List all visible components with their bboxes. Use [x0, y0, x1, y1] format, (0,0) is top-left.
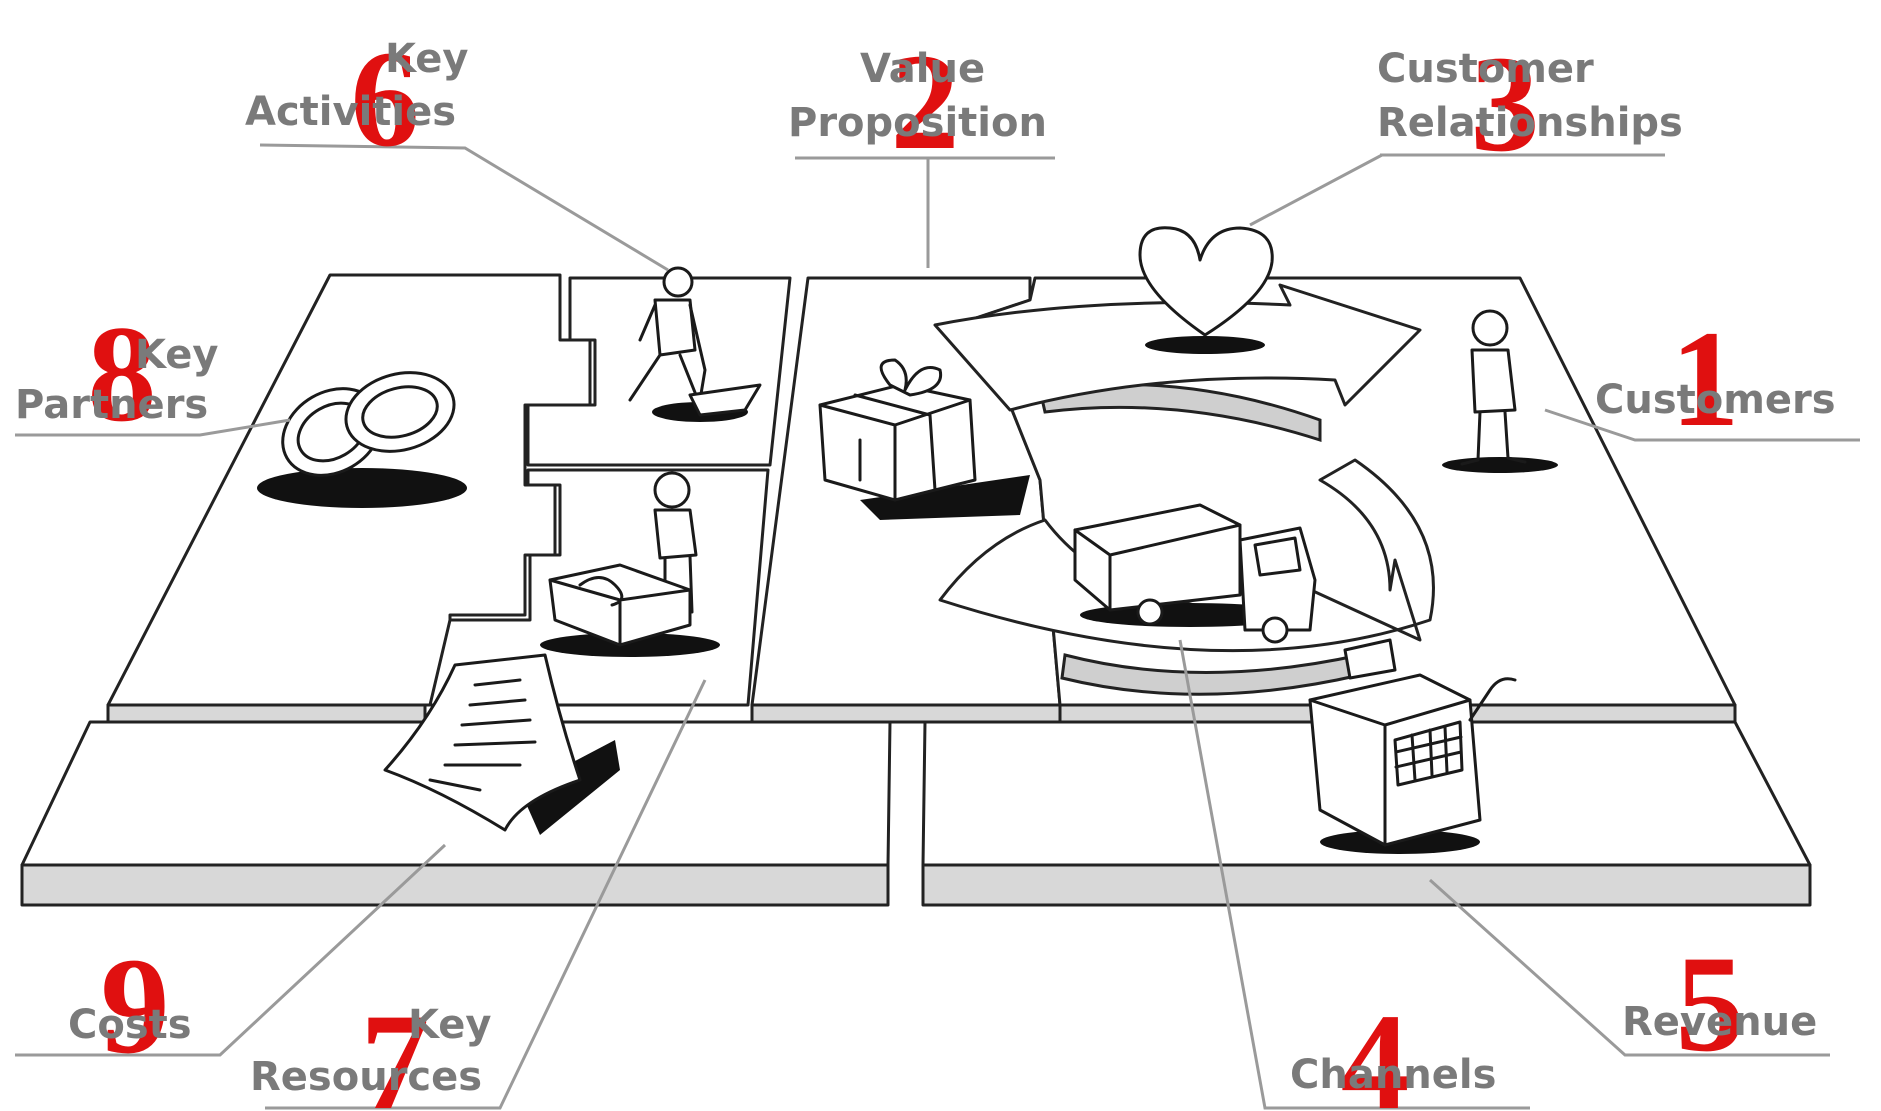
revenue-leader	[1428, 878, 1830, 1057]
label-key-activities-line1: Key	[385, 36, 469, 82]
number-key-partners: 8	[88, 297, 157, 450]
truck-icon	[1073, 503, 1317, 644]
label-key-activities-line2: Activities	[245, 89, 456, 135]
number-channels: 4	[1341, 985, 1410, 1111]
leader-lines	[15, 143, 1860, 1110]
label-key-partners-line2: Partners	[15, 382, 208, 428]
value-proposition-leader	[795, 156, 1055, 268]
key-resources-leader	[265, 679, 707, 1110]
number-costs: 9	[101, 929, 170, 1082]
key-partners-leader	[15, 418, 291, 437]
block-labels: Customers Value Proposition Customer Rel…	[15, 36, 1836, 1100]
costs-leader	[15, 843, 447, 1057]
person-standing-icon	[1442, 309, 1558, 473]
number-customer-relationships: 3	[1471, 27, 1540, 180]
label-customer-relationships-line2: Relationships	[1377, 100, 1683, 146]
label-key-resources-line2: Resources	[250, 1054, 482, 1100]
number-revenue: 5	[1676, 927, 1745, 1080]
worker-with-machine-icon	[540, 471, 720, 657]
label-key-partners-line1: Key	[135, 332, 219, 378]
label-key-resources-line1: Key	[408, 1002, 492, 1048]
label-customers: Customers	[1595, 377, 1836, 423]
label-channels: Channels	[1290, 1052, 1496, 1098]
label-value-proposition-line2: Proposition	[788, 100, 1047, 146]
canvas-board	[20, 273, 1812, 907]
gift-box-icon	[818, 358, 1030, 520]
number-value-proposition: 2	[891, 25, 960, 178]
number-key-resources: 7	[361, 985, 430, 1111]
customer-relationships-leader	[1249, 153, 1665, 227]
label-value-proposition-line1: Value	[860, 46, 985, 92]
worker-digging-icon	[628, 266, 762, 422]
cash-register-icon	[1308, 638, 1517, 854]
label-revenue: Revenue	[1622, 999, 1817, 1045]
key-activities-leader	[259, 143, 669, 272]
block-numbers: 1 2 3 4 5 6 7 8 9	[88, 22, 1745, 1111]
customers-leader	[1544, 408, 1860, 442]
document-icon	[383, 653, 620, 835]
wedding-rings-icon	[257, 371, 467, 508]
number-customers: 1	[1671, 302, 1740, 455]
channels-leader	[1178, 639, 1530, 1110]
number-key-activities: 6	[351, 22, 420, 175]
label-customer-relationships-line1: Customer	[1377, 46, 1594, 92]
heart-icon	[1138, 226, 1274, 354]
label-costs: Costs	[68, 1002, 192, 1048]
